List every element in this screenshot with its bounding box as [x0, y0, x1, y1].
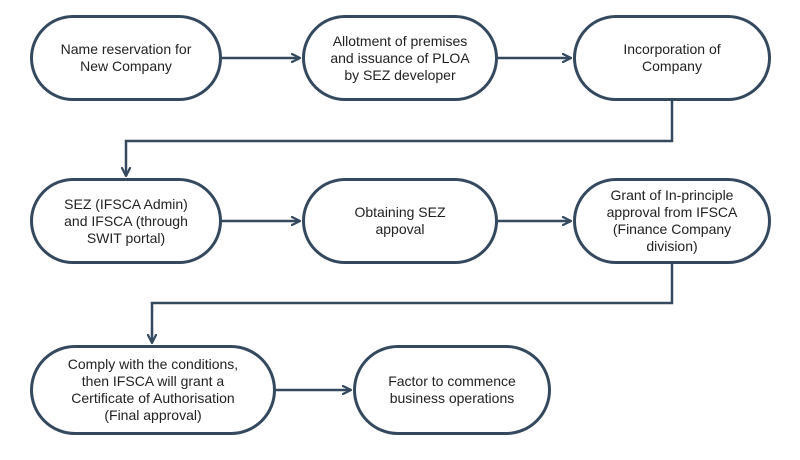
step-label: Name reservation for New Company: [60, 41, 192, 74]
step-label: Comply with the conditions, then IFSCA w…: [67, 356, 239, 423]
step-commence-business: Factor to commence business operations: [353, 345, 551, 435]
step-label: Obtaining SEZ appoval: [354, 204, 446, 237]
step-label: Factor to commence business operations: [388, 373, 516, 406]
arrow-in-principle-to-comply: [152, 264, 674, 343]
step-label: SEZ (IFSCA Admin) and IFSCA (through SWI…: [64, 195, 188, 246]
step-in-principle: Grant of In-principle approval from IFSC…: [573, 178, 771, 264]
step-name-reservation: Name reservation for New Company: [30, 15, 222, 101]
step-incorporation: Incorporation of Company: [573, 15, 771, 101]
arrow-incorporation-to-sez-ifsca: [126, 101, 674, 176]
step-label: Grant of In-principle approval from IFSC…: [606, 187, 738, 254]
step-label: Allotment of premises and issuance of PL…: [330, 32, 470, 83]
step-sez-approval: Obtaining SEZ appoval: [302, 178, 498, 264]
step-sez-ifsca: SEZ (IFSCA Admin) and IFSCA (through SWI…: [30, 178, 222, 264]
step-allotment-ploa: Allotment of premises and issuance of PL…: [302, 15, 498, 101]
step-comply-conditions: Comply with the conditions, then IFSCA w…: [30, 345, 276, 435]
step-label: Incorporation of Company: [623, 41, 721, 74]
